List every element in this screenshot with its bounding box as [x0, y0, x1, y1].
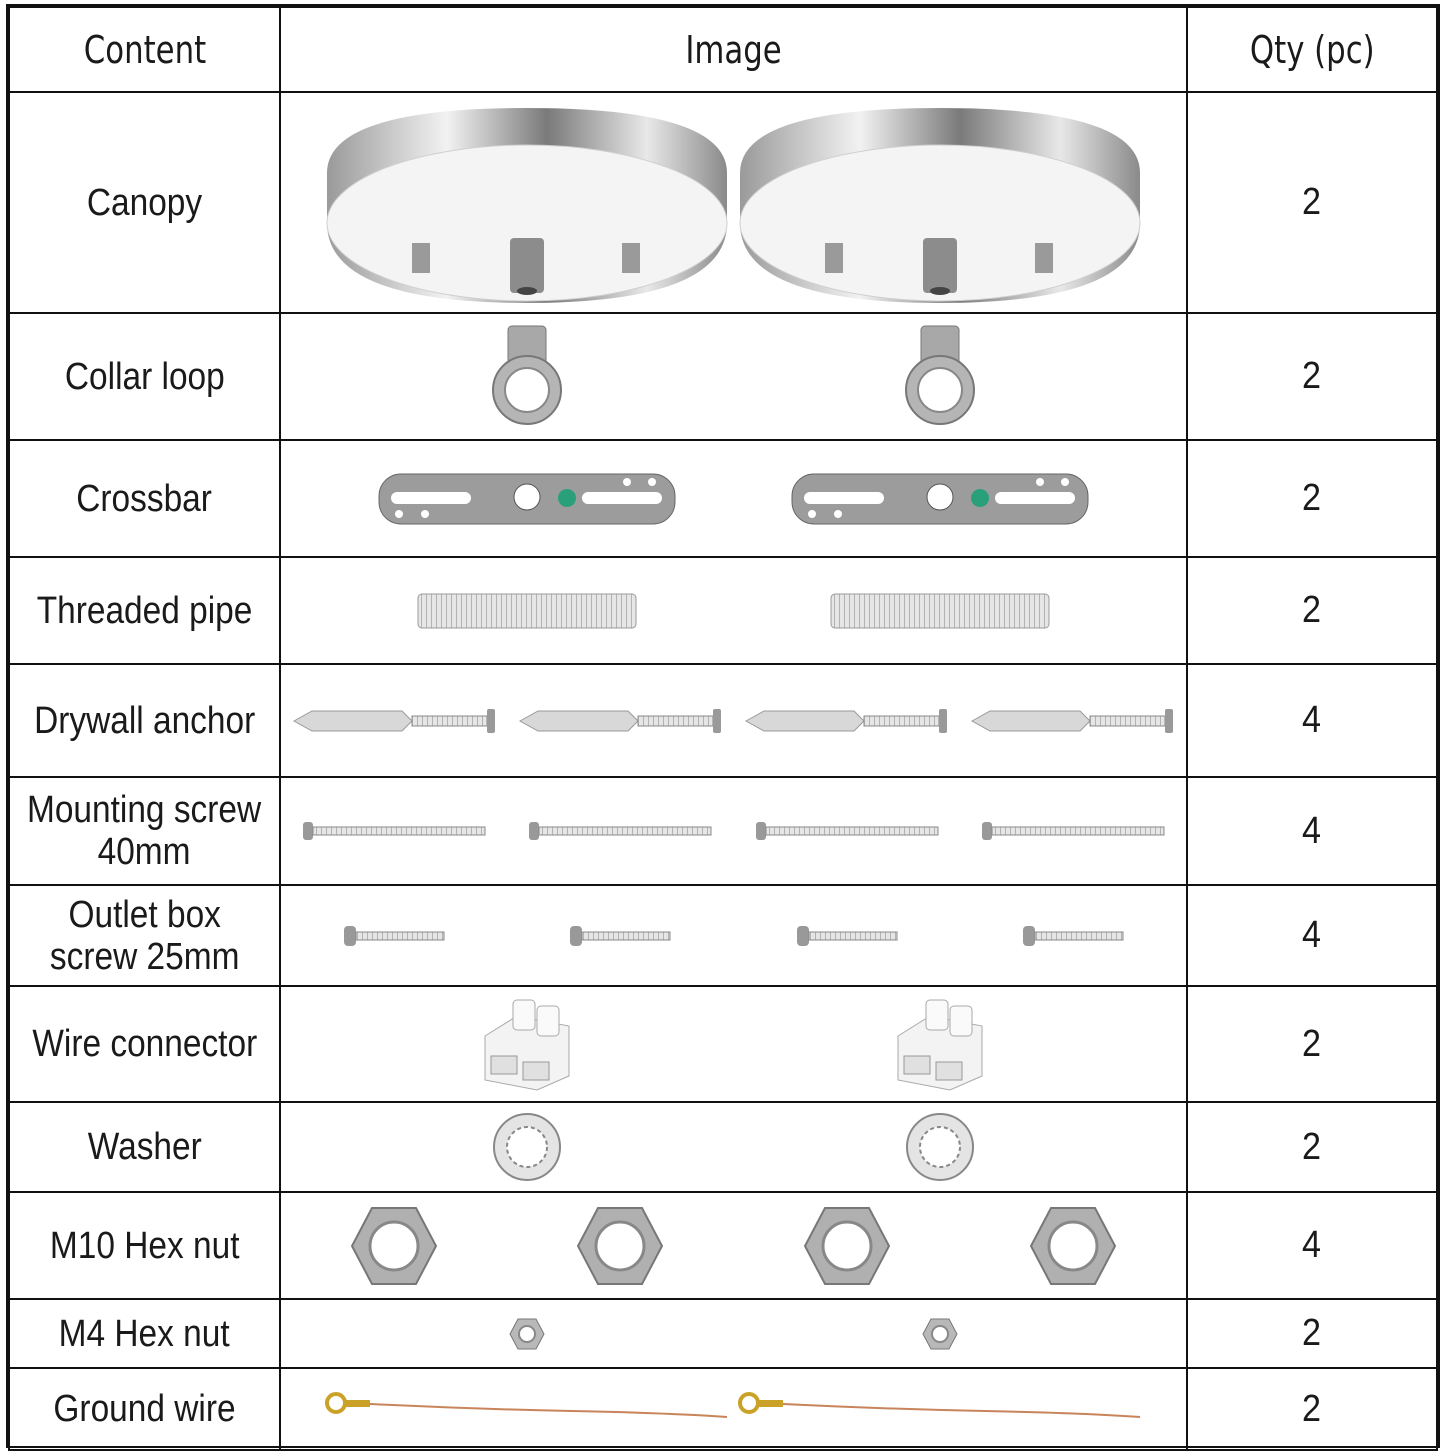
- header-content: Content: [8, 6, 281, 93]
- row-label: M10 Hex nut: [49, 1224, 240, 1267]
- row-label: Canopy: [86, 181, 203, 224]
- row-qty: 2: [1302, 1387, 1322, 1430]
- m10-hex-nut-icon: [350, 1206, 438, 1285]
- ground-wire-icon: [325, 1392, 728, 1418]
- m4-hex-nut-icon: [509, 1318, 545, 1349]
- threaded-pipe-icon: [830, 593, 1050, 628]
- canopy-icon: [739, 107, 1141, 303]
- mounting-screw-icon: [755, 822, 939, 840]
- parts-list-table: Content Image Qty (pc) Canopy: [6, 4, 1440, 1451]
- mounting-screw-icon: [303, 822, 486, 840]
- row-label: M4 Hex nut: [59, 1312, 230, 1355]
- crossbar-icon: [791, 473, 1089, 524]
- outlet-box-screw-icon: [1022, 925, 1124, 946]
- row-label: Wire connector: [32, 1023, 257, 1065]
- row-label: Collar loop: [64, 355, 225, 398]
- row-label: Mounting screw 40mm: [27, 789, 262, 873]
- washer-icon: [493, 1113, 562, 1181]
- table-row: Canopy: [8, 91, 1438, 314]
- m10-hex-nut-icon: [803, 1206, 890, 1285]
- row-qty: 2: [1302, 181, 1322, 223]
- drywall-anchor-icon: [971, 708, 1174, 733]
- mounting-screw-icon: [981, 822, 1165, 840]
- table-row: M4 Hex nut 2: [8, 1298, 1438, 1369]
- drywall-anchor-icon: [518, 708, 721, 733]
- wire-connector-icon: [897, 999, 983, 1091]
- table-row: Wire connector 2: [8, 985, 1438, 1103]
- row-qty: 4: [1302, 1224, 1322, 1266]
- m10-hex-nut-icon: [1029, 1206, 1117, 1285]
- row-qty: 4: [1302, 699, 1322, 741]
- canopy-icon: [326, 107, 728, 303]
- row-label: Ground wire: [53, 1388, 236, 1430]
- table-header-row: Content Image Qty (pc): [8, 6, 1438, 93]
- outlet-box-screw-icon: [796, 925, 898, 946]
- table-row: Crossbar: [8, 439, 1438, 558]
- threaded-pipe-icon: [417, 593, 637, 628]
- row-label: Drywall anchor: [33, 699, 256, 742]
- collar-loop-icon: [904, 325, 975, 425]
- collar-loop-icon: [492, 325, 563, 425]
- table-row: Drywall anchor: [8, 663, 1438, 778]
- table-row: Ground wire 2: [8, 1367, 1438, 1451]
- mounting-screw-icon: [529, 822, 712, 840]
- row-qty: 2: [1302, 477, 1322, 519]
- table-row: Mounting screw 40mm: [8, 776, 1438, 886]
- header-image: Image: [279, 6, 1188, 93]
- row-qty: 4: [1302, 914, 1322, 956]
- row-qty: 2: [1302, 589, 1322, 631]
- table-row: Collar loop 2: [8, 312, 1438, 441]
- drywall-anchor-icon: [292, 708, 495, 733]
- m4-hex-nut-icon: [922, 1318, 958, 1349]
- row-label: Crossbar: [76, 477, 213, 520]
- outlet-box-screw-icon: [344, 925, 445, 946]
- table-row: M10 Hex nut: [8, 1191, 1438, 1300]
- row-qty: 2: [1302, 1125, 1322, 1168]
- row-label: Washer: [87, 1126, 202, 1168]
- row-qty: 4: [1302, 809, 1322, 852]
- outlet-box-screw-icon: [570, 925, 671, 946]
- row-label: Threaded pipe: [36, 589, 253, 632]
- header-qty: Qty (pc): [1186, 6, 1438, 93]
- m10-hex-nut-icon: [577, 1206, 664, 1285]
- ground-wire-icon: [737, 1392, 1140, 1418]
- row-qty: 2: [1302, 1022, 1322, 1065]
- wire-connector-icon: [484, 999, 570, 1091]
- table-row: Washer 2: [8, 1101, 1438, 1193]
- table-row: Threaded pipe 2: [8, 556, 1438, 665]
- drywall-anchor-icon: [745, 708, 948, 733]
- washer-icon: [905, 1113, 974, 1181]
- row-qty: 2: [1302, 1312, 1322, 1354]
- crossbar-icon: [378, 473, 676, 524]
- row-qty: 2: [1302, 355, 1322, 397]
- table-row: Outlet box screw 25mm: [8, 884, 1438, 987]
- row-label: Outlet box screw 25mm: [49, 893, 240, 978]
